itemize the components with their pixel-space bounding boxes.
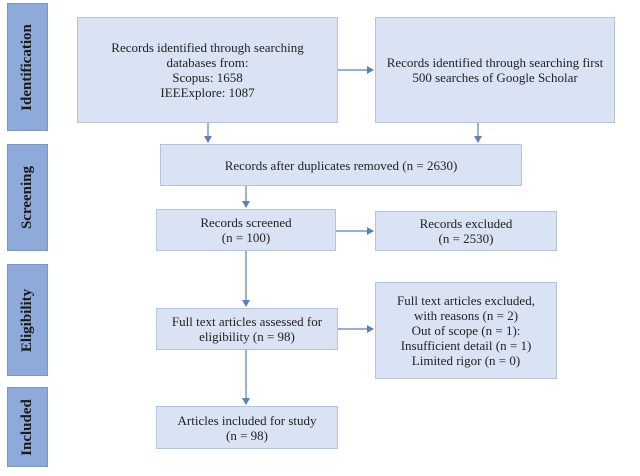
- box-text-line: (n = 98): [226, 427, 268, 443]
- stage-included: Included: [7, 387, 48, 467]
- box-text-line: Full text articles assessed for: [171, 314, 323, 329]
- stage-screening: Screening: [7, 144, 48, 251]
- box-records-screened: Records screened (n = 100): [156, 209, 336, 251]
- box-text-line: IEEExplore: 1087: [160, 85, 255, 100]
- box-text-line: Records identified through searching fir…: [386, 55, 604, 70]
- box-text-line: eligibility (n = 98): [199, 329, 295, 344]
- stage-eligibility: Eligibility: [7, 264, 48, 376]
- box-text-line: Scopus: 1658: [172, 70, 243, 85]
- box-text-line: Out of scope (n = 1):: [411, 323, 521, 338]
- box-text-line: Records screened: [200, 215, 292, 230]
- box-text-line: (n = 100): [221, 230, 271, 245]
- box-text-line: Limited rigor (n = 0): [411, 353, 521, 368]
- box-included-study: Articles included for study (n = 98): [156, 406, 338, 449]
- box-database-search: Records identified through searching dat…: [77, 17, 338, 123]
- box-google-scholar-search: Records identified through searching fir…: [375, 17, 615, 123]
- box-text-line: Records after duplicates removed (n = 26…: [224, 157, 458, 173]
- box-text-line: Records excluded: [419, 216, 513, 231]
- box-duplicates-removed: Records after duplicates removed (n = 26…: [160, 144, 522, 186]
- box-fulltext-excluded: Full text articles excluded, with reason…: [375, 282, 557, 379]
- box-text-line: Full text articles excluded,: [397, 293, 535, 308]
- box-text-line: 500 searches of Google Scholar: [412, 70, 578, 85]
- box-records-excluded: Records excluded (n = 2530): [375, 211, 557, 251]
- box-text-line: with reasons (n = 2): [413, 308, 519, 323]
- box-text-line: databases from:: [166, 55, 249, 70]
- box-fulltext-assessed: Full text articles assessed for eligibil…: [156, 308, 338, 350]
- box-text-line: Articles included for study: [177, 412, 317, 428]
- stage-identification: Identification: [7, 3, 48, 131]
- box-text-line: Insufficient detail (n = 1): [400, 338, 532, 353]
- box-text-line: (n = 2530): [438, 231, 494, 246]
- box-text-line: Records identified through searching: [111, 40, 304, 55]
